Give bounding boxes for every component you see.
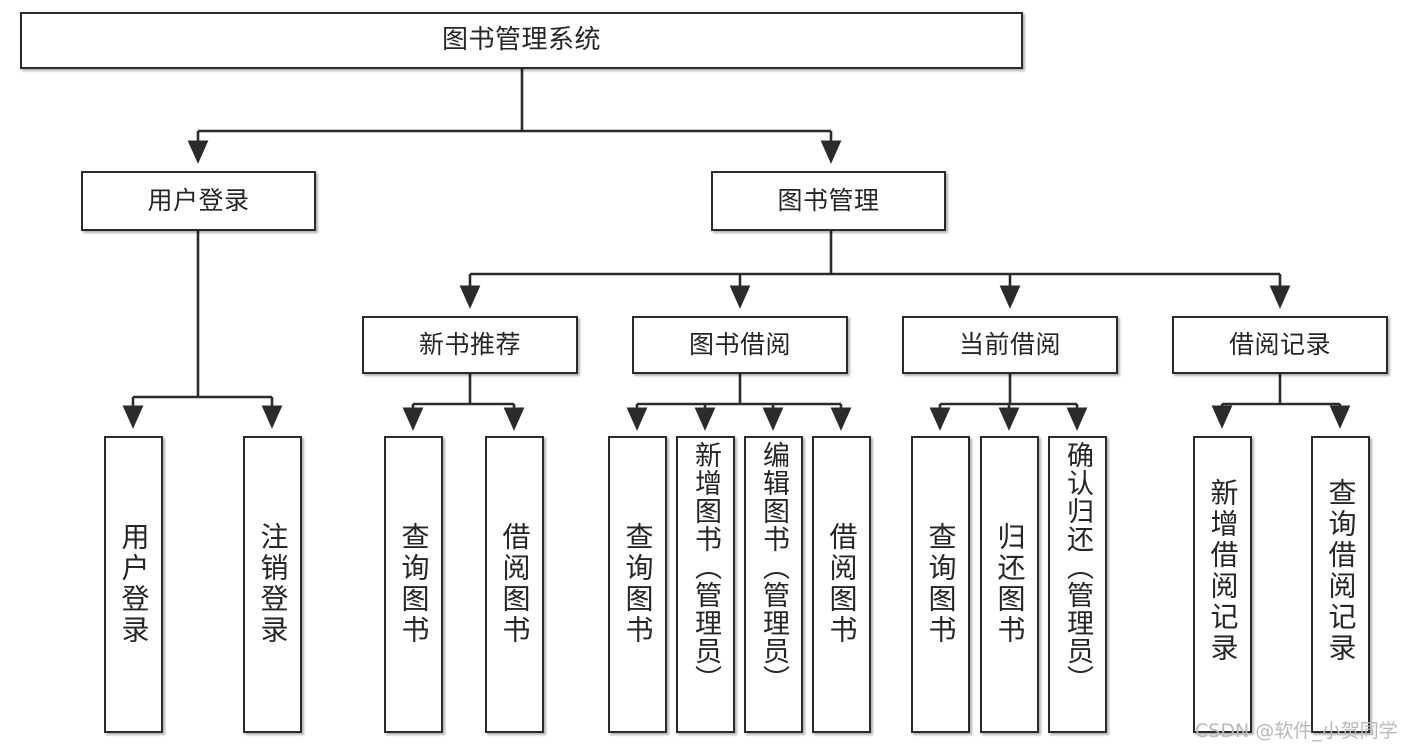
node-user-login-label: 用户登录	[147, 186, 250, 216]
node-leaf-borrow-book-1-label: 借阅图书	[498, 522, 532, 646]
node-leaf-add-record[interactable]: 新增借阅记录	[1193, 436, 1252, 733]
node-book-borrow[interactable]: 图书借阅	[632, 316, 848, 374]
node-leaf-query-record[interactable]: 查询借阅记录	[1311, 436, 1370, 733]
node-leaf-query-book-1-label: 查询图书	[397, 522, 431, 646]
node-leaf-query-book-1[interactable]: 查询图书	[384, 436, 443, 733]
node-leaf-return-book[interactable]: 归还图书	[980, 436, 1039, 733]
node-new-book-recommend-label: 新书推荐	[418, 330, 521, 360]
node-leaf-edit-book[interactable]: 编辑图书（管理员）	[744, 436, 803, 733]
node-leaf-query-book-3[interactable]: 查询图书	[911, 436, 970, 733]
node-leaf-add-book-label: 新增图书（管理员）	[690, 441, 721, 693]
node-leaf-confirm-return-label: 确认归还（管理员）	[1062, 441, 1093, 693]
node-leaf-logout-label: 注销登录	[256, 522, 290, 646]
node-current-borrow-label: 当前借阅	[958, 330, 1061, 360]
node-leaf-query-record-label: 查询借阅记录	[1324, 478, 1358, 664]
node-root-label: 图书管理系统	[441, 25, 601, 56]
node-book-manage[interactable]: 图书管理	[711, 171, 946, 231]
node-leaf-user-login[interactable]: 用户登录	[104, 436, 163, 733]
node-leaf-borrow-book-1[interactable]: 借阅图书	[485, 436, 544, 733]
node-book-borrow-label: 图书借阅	[688, 330, 791, 360]
node-leaf-borrow-book-2[interactable]: 借阅图书	[812, 436, 871, 733]
node-root[interactable]: 图书管理系统	[20, 12, 1023, 69]
node-leaf-return-book-label: 归还图书	[993, 522, 1027, 646]
node-leaf-add-record-label: 新增借阅记录	[1206, 478, 1240, 664]
node-borrow-record[interactable]: 借阅记录	[1172, 316, 1388, 374]
node-new-book-recommend[interactable]: 新书推荐	[362, 316, 578, 374]
node-leaf-logout[interactable]: 注销登录	[243, 436, 302, 733]
node-leaf-query-book-2[interactable]: 查询图书	[608, 436, 667, 733]
csdn-watermark: CSDN @软件_小贺同学	[1195, 720, 1398, 742]
node-borrow-record-label: 借阅记录	[1228, 330, 1331, 360]
node-leaf-query-book-3-label: 查询图书	[924, 522, 958, 646]
node-leaf-user-login-label: 用户登录	[117, 522, 151, 646]
node-leaf-borrow-book-2-label: 借阅图书	[825, 522, 859, 646]
node-leaf-add-book[interactable]: 新增图书（管理员）	[676, 436, 735, 733]
node-leaf-query-book-2-label: 查询图书	[621, 522, 655, 646]
node-leaf-confirm-return[interactable]: 确认归还（管理员）	[1048, 436, 1107, 733]
node-current-borrow[interactable]: 当前借阅	[902, 316, 1118, 374]
node-user-login[interactable]: 用户登录	[81, 171, 316, 231]
node-book-manage-label: 图书管理	[777, 186, 880, 216]
node-leaf-edit-book-label: 编辑图书（管理员）	[758, 441, 789, 693]
